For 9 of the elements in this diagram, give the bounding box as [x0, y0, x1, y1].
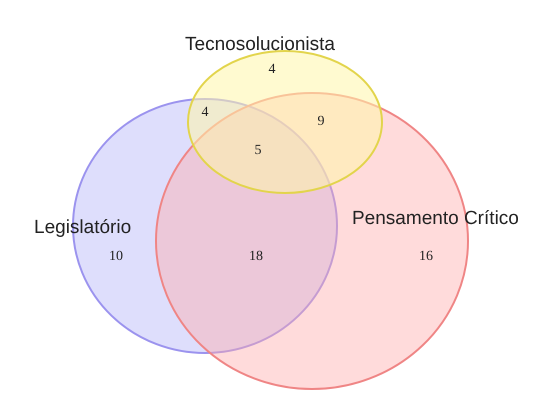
region-count: 18 — [249, 249, 263, 265]
region-count: 4 — [268, 62, 276, 78]
region-count: 10 — [109, 249, 123, 265]
set-title: Tecnosolucionista — [185, 34, 335, 56]
region-count: 16 — [419, 249, 433, 265]
region-count: 9 — [318, 114, 324, 130]
set-title: Legislatório — [34, 217, 132, 239]
region-count: 5 — [254, 143, 262, 159]
region-count: 4 — [202, 105, 208, 121]
